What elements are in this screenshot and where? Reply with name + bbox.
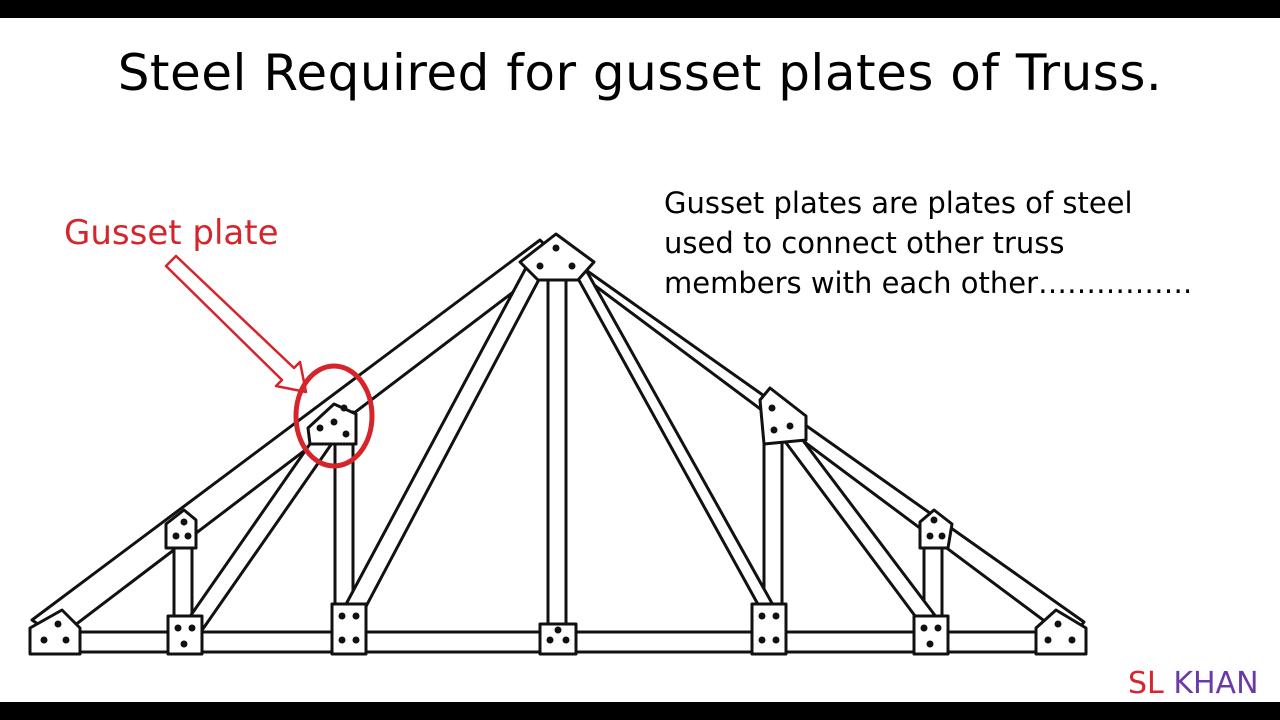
gusset-plate-top-chord <box>758 386 808 446</box>
slide-title: Steel Required for gusset plates of Trus… <box>117 44 1163 102</box>
slide-canvas: Steel Required for gusset plates of Trus… <box>0 18 1280 702</box>
gusset-plate-highlighted <box>306 402 358 446</box>
brand-khan: KHAN <box>1173 666 1259 701</box>
truss-diagram <box>28 232 1088 656</box>
top-chord-right <box>550 244 1086 642</box>
gusset-plate-top-chord <box>918 508 954 550</box>
gusset-plate-callout-label: Gusset plate <box>64 213 279 253</box>
highlight-ellipse-icon <box>293 363 375 469</box>
gusset-plate-bottom <box>330 602 368 656</box>
gusset-plate-bottom <box>912 614 950 656</box>
gusset-plate-apex <box>518 232 596 282</box>
gusset-plate-bottom <box>166 614 204 656</box>
description-line-3: members with each other……………. <box>664 266 1193 300</box>
diagonal-member <box>568 262 780 616</box>
gusset-plate-right-support <box>1034 608 1088 656</box>
vertical-member <box>546 260 568 636</box>
pointer-arrow-icon <box>164 254 308 394</box>
gusset-plate-bottom <box>750 602 788 656</box>
description-line-2: used to connect other truss <box>664 226 1065 260</box>
description-text: Gusset plates are plates of steel used t… <box>664 183 1224 303</box>
brand-sl: SL <box>1128 666 1164 701</box>
gusset-plate-bottom <box>538 622 578 656</box>
description-line-1: Gusset plates are plates of steel <box>664 186 1133 220</box>
brand-watermark: SL KHAN <box>1128 666 1259 701</box>
gusset-plate-top-chord <box>164 508 198 550</box>
gusset-plate-left-support <box>28 608 82 656</box>
top-chord-left <box>30 238 560 640</box>
